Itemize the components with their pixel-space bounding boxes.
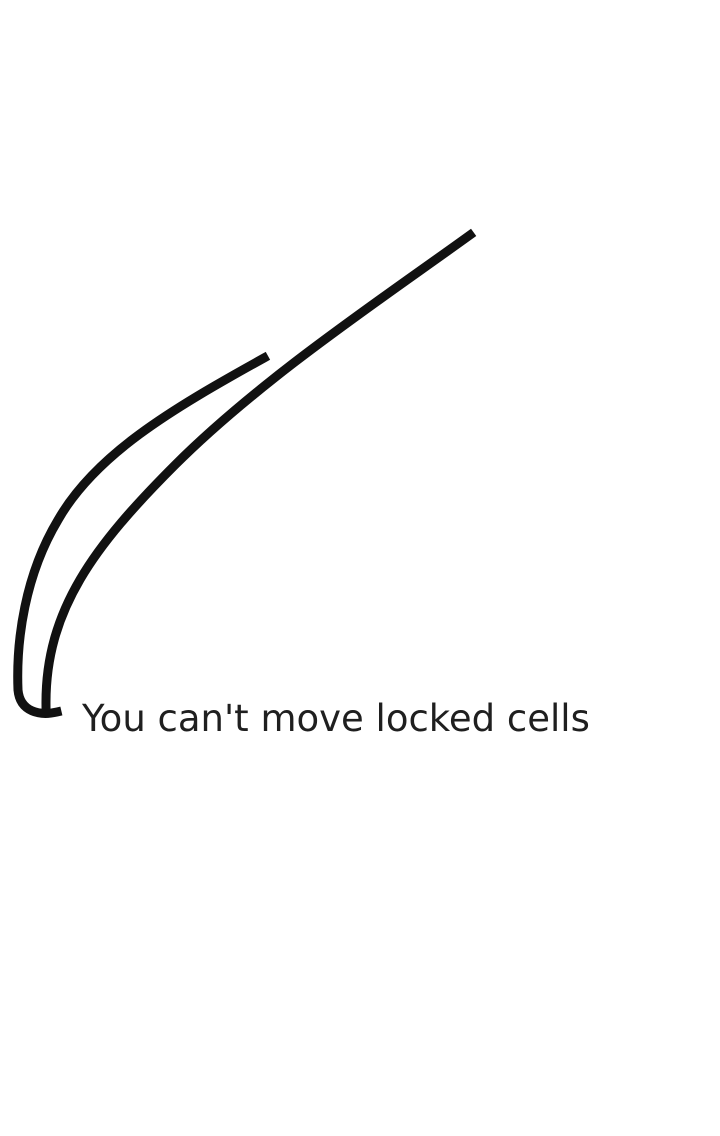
- arrow-outer-stroke: [13, 351, 271, 718]
- locked-cells-hint: You can't move locked cells: [82, 697, 590, 740]
- arrow-inner-stroke: [41, 228, 477, 710]
